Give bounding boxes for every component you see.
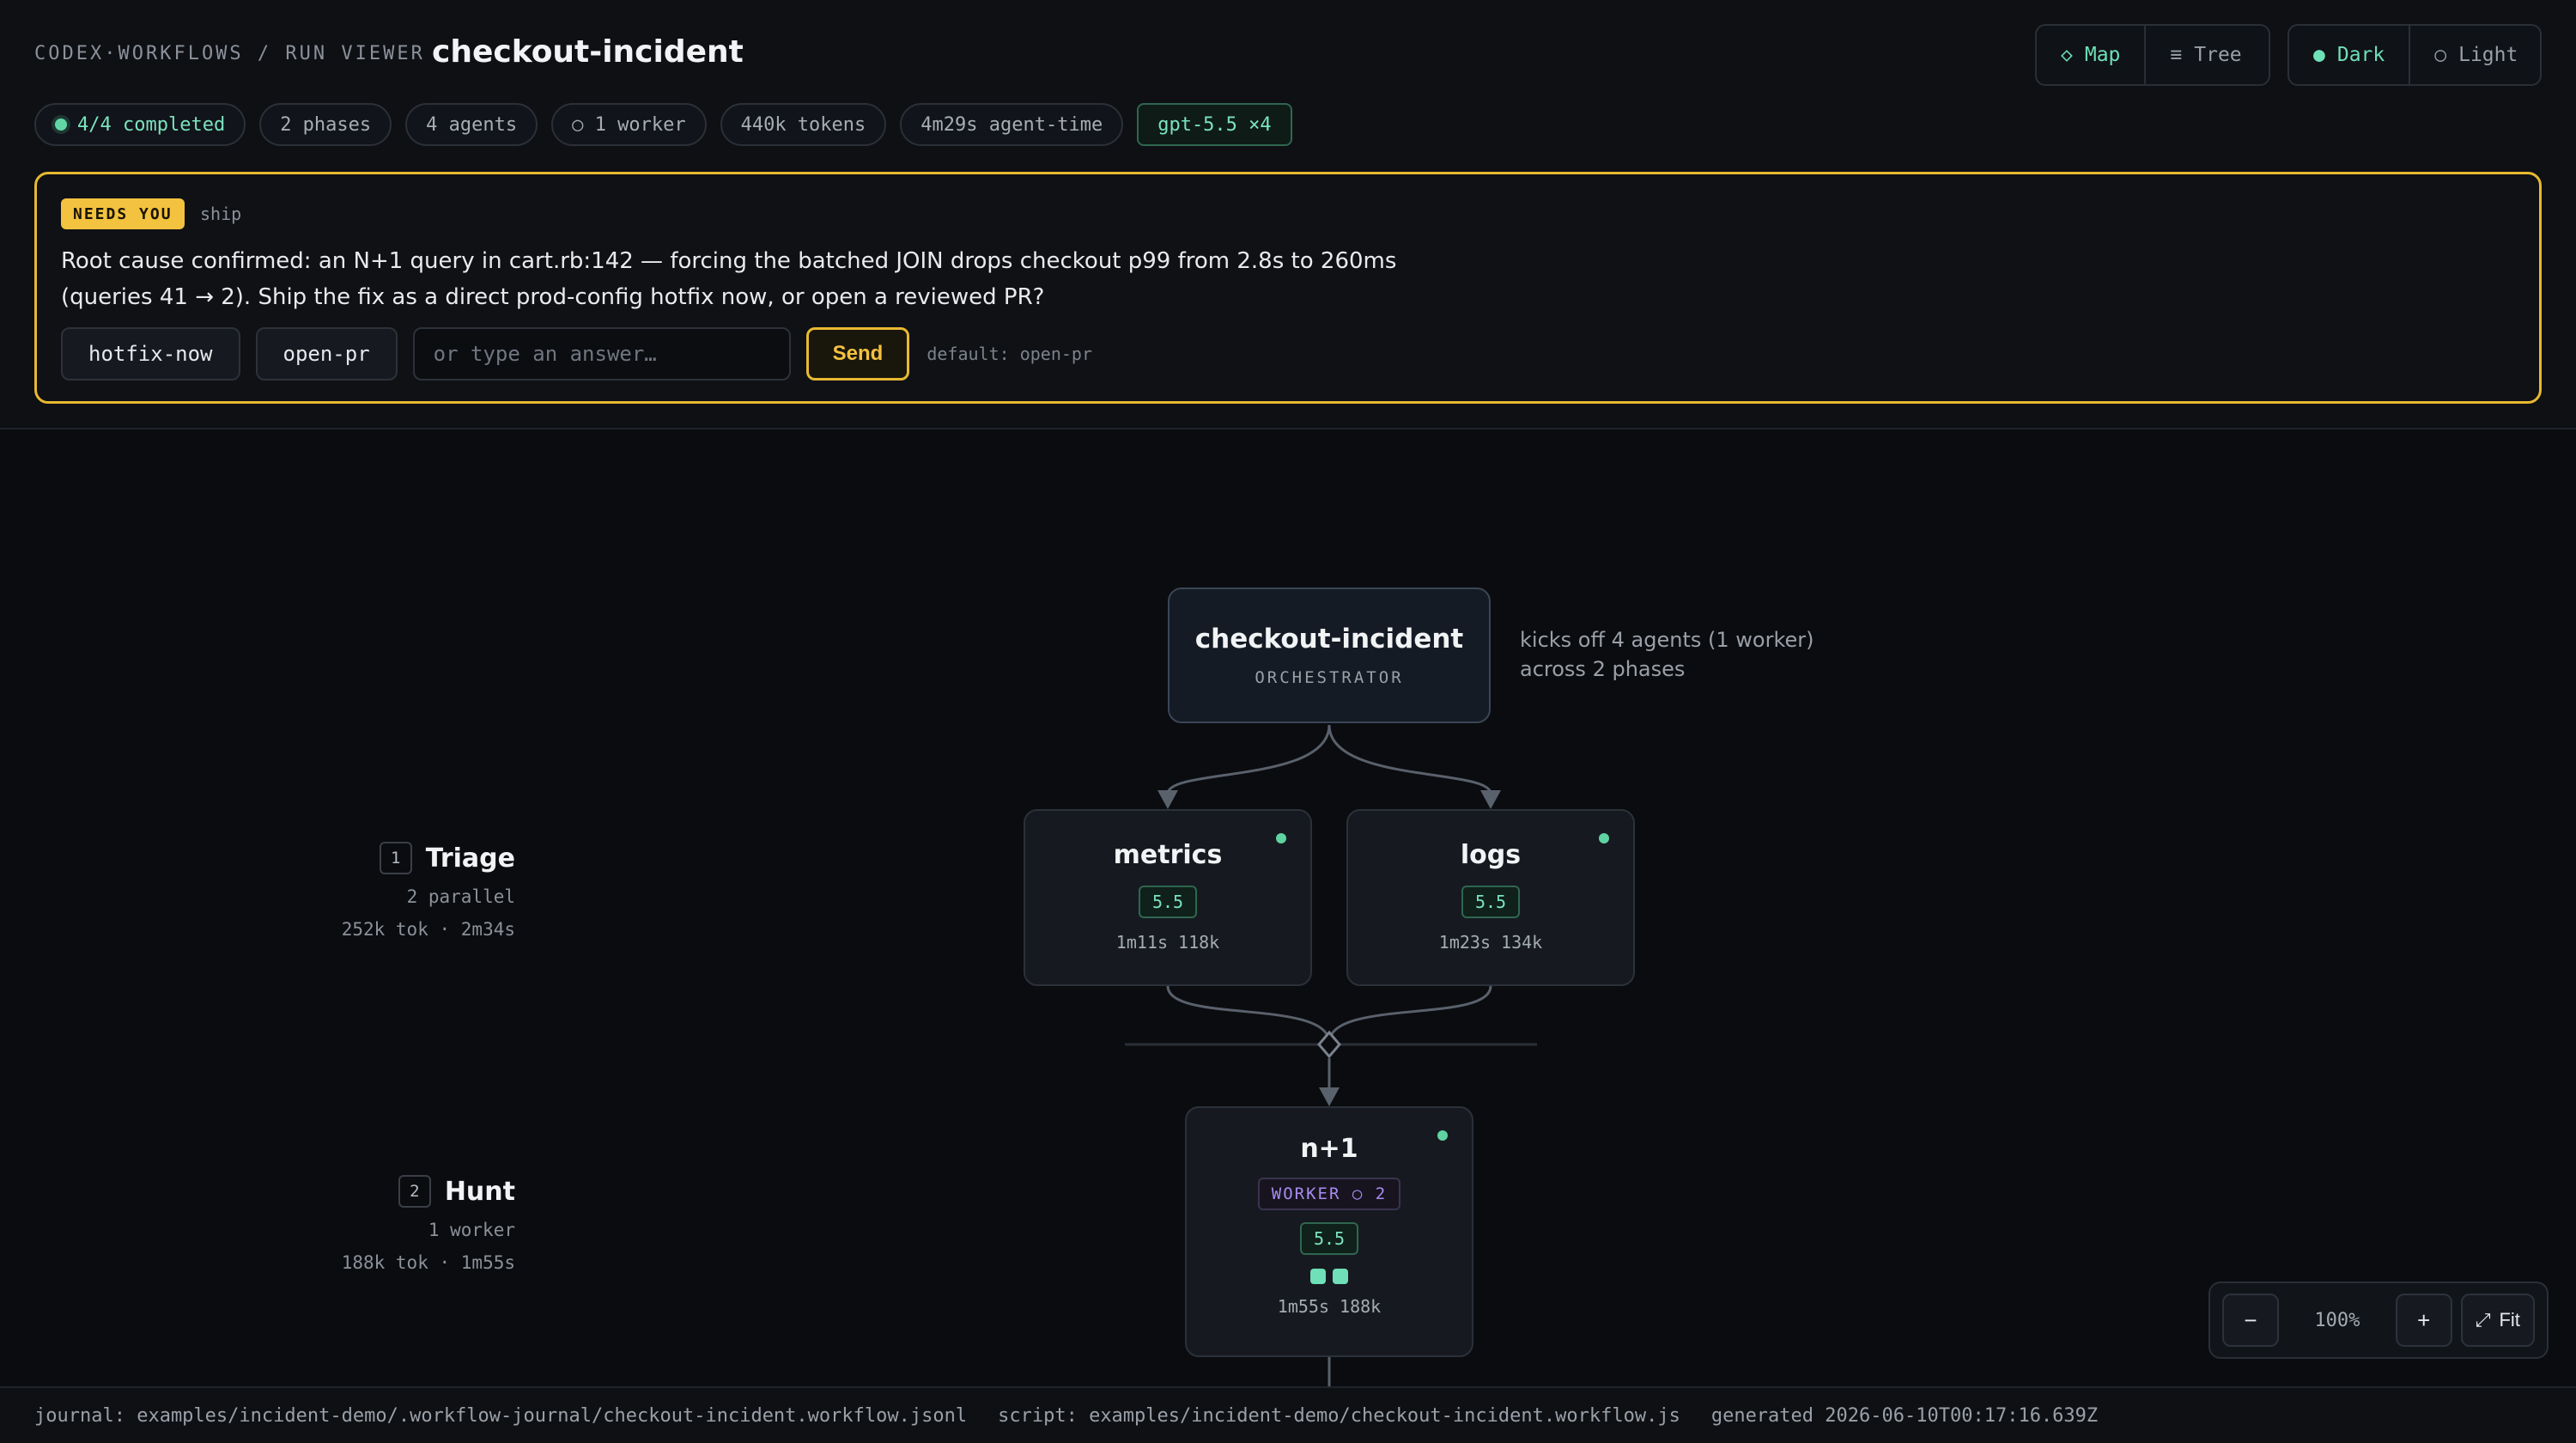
zoom-out-button[interactable]: − — [2222, 1294, 2279, 1347]
status-dot-icon — [55, 119, 67, 131]
status-dot-icon — [1437, 1130, 1448, 1141]
theme-dark-label: Dark — [2336, 44, 2385, 66]
view-map-button[interactable]: ◇ Map — [2037, 26, 2147, 84]
needs-you-badge: NEEDS YOU — [61, 198, 185, 229]
worker-node-n-plus-1[interactable]: n+1 WORKER ○ 2 5.5 1m55s 188k — [1185, 1106, 1473, 1357]
workflow-map-canvas[interactable]: checkout-incident ORCHESTRATOR kicks off… — [0, 431, 2576, 1386]
phase-name: Triage — [425, 843, 515, 874]
phase-sub: 2 parallel — [406, 886, 515, 907]
hollow-circle-icon: ○ — [2434, 44, 2447, 66]
fit-icon: ⤢ — [2475, 1309, 2491, 1330]
theme-light-button[interactable]: ○ Light — [2410, 26, 2540, 84]
hotfix-now-button[interactable]: hotfix-now — [61, 327, 240, 381]
agent-name: logs — [1460, 840, 1522, 870]
stat-phases: 2 phases — [259, 103, 392, 146]
default-hint: default: open-pr — [927, 344, 1092, 364]
agent-node-logs[interactable]: logs 5.5 1m23s 134k — [1346, 809, 1635, 986]
orchestrator-role: ORCHESTRATOR — [1255, 668, 1404, 687]
needs-you-tag: ship — [200, 204, 242, 224]
progress-square-icon — [1310, 1269, 1326, 1284]
edge-metrics-join — [1166, 985, 1331, 1044]
footer-script-path: script: examples/incident-demo/checkout-… — [998, 1404, 1680, 1427]
theme-toggle: ● Dark ○ Light — [2287, 24, 2542, 86]
filled-circle-icon: ● — [2313, 44, 2325, 66]
view-tree-label: Tree — [2194, 44, 2242, 66]
edge-orchestrator-metrics — [1166, 724, 1331, 795]
needs-you-card: NEEDS YOU ship Root cause confirmed: an … — [34, 172, 2542, 404]
agent-node-metrics[interactable]: metrics 5.5 1m11s 118k — [1024, 809, 1312, 986]
phase-stats: 188k tok · 1m55s — [341, 1252, 515, 1273]
orchestrator-note-line: kicks off 4 agents (1 worker) — [1520, 628, 1814, 652]
view-map-label: Map — [2084, 44, 2121, 66]
phase-stats: 252k tok · 2m34s — [341, 919, 515, 940]
agent-name: metrics — [1113, 840, 1223, 870]
footer-generated: generated 2026-06-10T00:17:16.639Z — [1710, 1404, 2099, 1427]
phase-name: Hunt — [444, 1176, 515, 1207]
breadcrumb: CODEX·WORKFLOWS / RUN VIEWER — [34, 43, 425, 64]
stat-agent-time: 4m29s agent-time — [900, 103, 1124, 146]
status-dot-icon — [1276, 833, 1286, 843]
footer-bar: journal: examples/incident-demo/.workflo… — [0, 1386, 2576, 1443]
orchestrator-name: checkout-incident — [1194, 624, 1464, 655]
zoom-in-button[interactable]: + — [2395, 1294, 2452, 1347]
stat-tokens: 440k tokens — [720, 103, 887, 146]
view-toggle: ◇ Map ≡ Tree — [2035, 24, 2270, 86]
orchestrator-note-line: across 2 phases — [1520, 657, 1686, 681]
view-tree-button[interactable]: ≡ Tree — [2146, 26, 2265, 84]
zoom-controls: − 100% + ⤢ Fit — [2208, 1282, 2549, 1359]
progress-square-icon — [1333, 1269, 1348, 1284]
footer-journal-path: journal: examples/incident-demo/.workflo… — [34, 1404, 968, 1427]
app-header: CODEX·WORKFLOWS / RUN VIEWER checkout-in… — [0, 0, 2576, 429]
edge-logs-join — [1327, 985, 1492, 1044]
stat-completed-label: 4/4 completed — [77, 113, 226, 136]
open-pr-button[interactable]: open-pr — [255, 327, 398, 381]
worker-meta: 1m55s 188k — [1277, 1296, 1382, 1317]
stat-workers: ○ 1 worker — [551, 103, 707, 146]
answer-input[interactable] — [412, 327, 791, 381]
zoom-level: 100% — [2314, 1309, 2360, 1331]
arrow-head-icon — [1319, 1087, 1340, 1106]
needs-you-actions: hotfix-now open-pr Send default: open-pr — [61, 327, 1092, 381]
worker-badge: WORKER ○ 2 — [1257, 1178, 1401, 1210]
phase-label-hunt: 2 Hunt 1 worker 188k tok · 1m55s — [342, 1175, 515, 1273]
phase-number: 1 — [379, 842, 412, 874]
status-dot-icon — [1599, 833, 1609, 843]
worker-name: n+1 — [1300, 1134, 1358, 1164]
needs-you-message: Root cause confirmed: an N+1 query in ca… — [61, 243, 1521, 315]
model-badge: 5.5 — [1299, 1222, 1359, 1255]
phase-number: 2 — [398, 1175, 431, 1208]
arrow-head-icon — [1157, 790, 1178, 809]
diamond-icon: ◇ — [2061, 44, 2073, 66]
theme-dark-button[interactable]: ● Dark — [2289, 26, 2411, 84]
arrow-head-icon — [1480, 790, 1501, 809]
model-badge: 5.5 — [1461, 886, 1521, 918]
stat-completed: 4/4 completed — [34, 103, 246, 146]
join-diamond-icon — [1317, 1030, 1341, 1059]
phase-sub: 1 worker — [428, 1220, 515, 1240]
page-title: checkout-incident — [432, 34, 744, 70]
fit-label: Fit — [2499, 1309, 2520, 1330]
worker-progress — [1187, 1269, 1472, 1284]
orchestrator-note: kicks off 4 agents (1 worker) across 2 p… — [1520, 625, 1814, 684]
graph-edges — [1125, 724, 1537, 1386]
needs-you-message-line: Root cause confirmed: an N+1 query in ca… — [61, 248, 1397, 274]
needs-you-message-line: (queries 41 → 2). Ship the fix as a dire… — [61, 284, 1045, 310]
agent-meta: 1m11s 118k — [1115, 932, 1220, 953]
theme-light-label: Light — [2458, 44, 2518, 66]
fit-button[interactable]: ⤢ Fit — [2460, 1294, 2535, 1347]
edge-orchestrator-logs — [1327, 724, 1492, 795]
run-stats: 4/4 completed 2 phases 4 agents ○ 1 work… — [34, 103, 1292, 146]
orchestrator-node[interactable]: checkout-incident ORCHESTRATOR — [1168, 588, 1491, 723]
stat-model: gpt-5.5 ×4 — [1137, 103, 1292, 146]
phase-label-triage: 1 Triage 2 parallel 252k tok · 2m34s — [342, 842, 515, 940]
agent-meta: 1m23s 134k — [1438, 932, 1543, 953]
list-icon: ≡ — [2170, 44, 2183, 66]
stat-agents: 4 agents — [405, 103, 538, 146]
send-button[interactable]: Send — [805, 327, 910, 381]
model-badge: 5.5 — [1138, 886, 1198, 918]
